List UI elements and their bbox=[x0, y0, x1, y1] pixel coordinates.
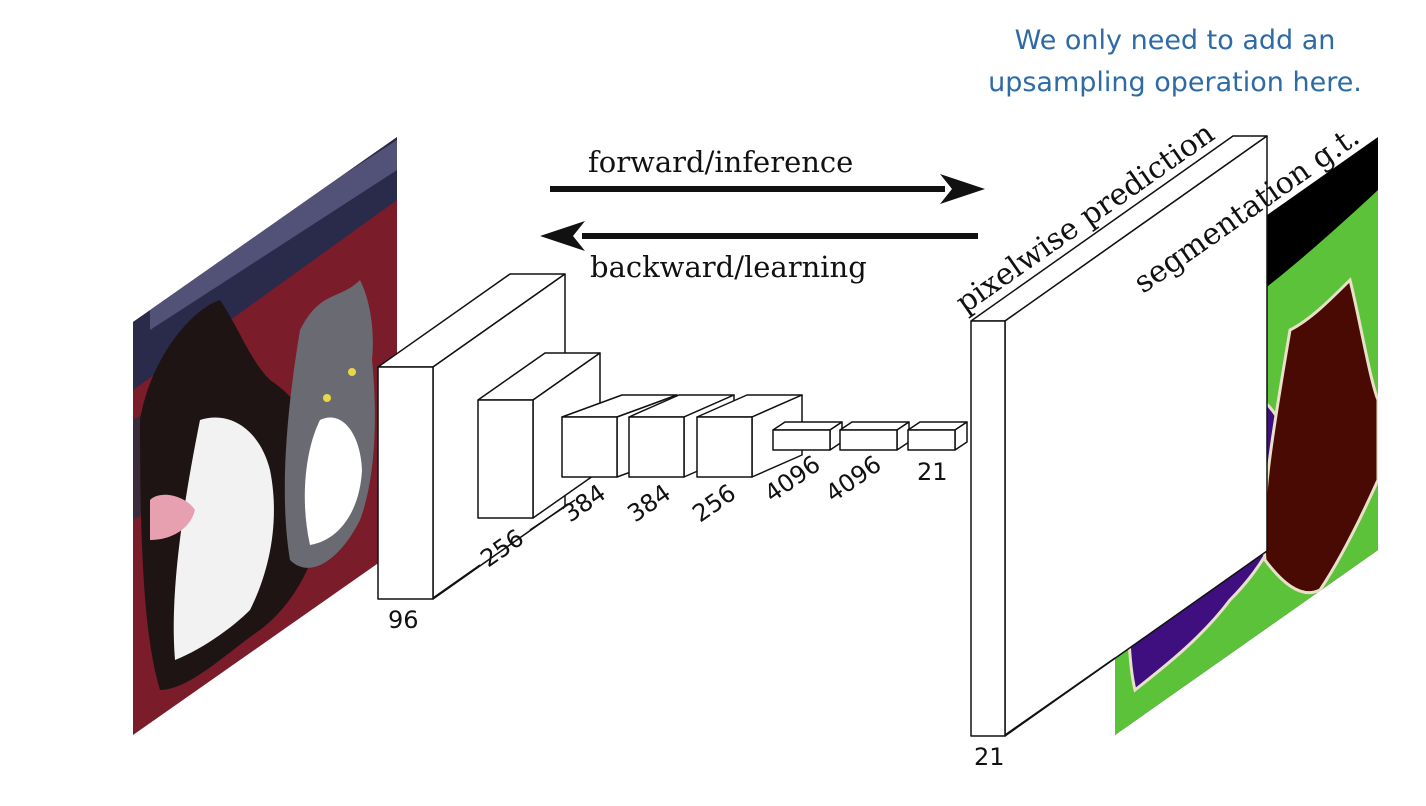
upsampling-note: We only need to add an upsampling operat… bbox=[960, 20, 1390, 104]
layer-box-conv3-front bbox=[561, 416, 618, 478]
layer-box-fc7-front bbox=[839, 429, 898, 451]
connector-line bbox=[432, 564, 481, 599]
connector-line-2 bbox=[529, 499, 576, 531]
input-photo bbox=[133, 137, 397, 735]
network-layers bbox=[377, 135, 1268, 737]
layer-box-fc6 bbox=[772, 421, 843, 451]
layer-box-fc7 bbox=[839, 421, 910, 451]
layer-box-score bbox=[907, 421, 968, 451]
prediction-connector bbox=[1004, 657, 1116, 736]
forward-label: forward/inference bbox=[588, 145, 853, 179]
layer-box-conv4-front bbox=[628, 416, 685, 478]
label-fc7: 4096 bbox=[820, 450, 886, 508]
upsampling-note-line-1: We only need to add an bbox=[1014, 25, 1336, 56]
layer-box-score-front bbox=[907, 429, 956, 451]
layer-box-prediction-front bbox=[970, 320, 1006, 737]
label-conv4: 384 bbox=[622, 479, 676, 528]
backward-arrow bbox=[540, 221, 978, 251]
label-prediction: 21 bbox=[974, 743, 1005, 771]
layer-box-conv1-front bbox=[377, 366, 434, 600]
backward-label: backward/learning bbox=[590, 250, 867, 284]
upsampling-note-line-2: upsampling operation here. bbox=[988, 67, 1362, 98]
label-conv5: 256 bbox=[687, 479, 741, 528]
forward-arrow bbox=[550, 174, 985, 204]
layer-box-fc6-front bbox=[772, 429, 831, 451]
layer-box-conv5-front bbox=[696, 416, 753, 478]
layer-box-conv2-front bbox=[477, 399, 534, 519]
layer-box-prediction bbox=[970, 135, 1268, 737]
label-score: 21 bbox=[917, 458, 948, 486]
label-conv1: 96 bbox=[388, 606, 419, 634]
